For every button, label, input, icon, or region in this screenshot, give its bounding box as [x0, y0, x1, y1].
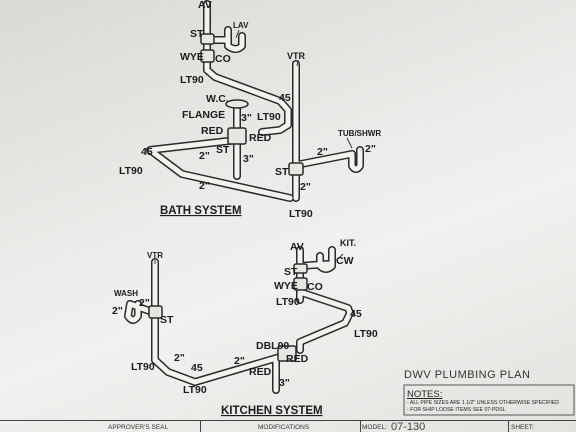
bath-label-lt90-left: LT90 [119, 165, 143, 177]
kitchen-label-co: CO [307, 281, 323, 293]
kitchen-label-vtr: VTR [147, 251, 163, 260]
kitchen-label-wash: WASH [114, 289, 138, 298]
bath-system-piping [146, 0, 364, 202]
bath-wye-fitting [200, 49, 215, 63]
plan-title: DWV PLUMBING PLAN [404, 369, 531, 381]
kitchen-wash-tee-fitting [148, 305, 163, 319]
kitchen-label-2in-main: 2" [234, 355, 245, 367]
kitchen-st-fitting [293, 263, 308, 274]
kitchen-label-red: RED [286, 353, 309, 365]
bath-label-st-center: ST [216, 144, 230, 156]
bath-label-av: AV [198, 0, 212, 11]
kitchen-dbl90-fitting [277, 345, 297, 362]
kitchen-label-3in: 3" [279, 377, 290, 389]
kitchen-label-kit: KIT. [340, 238, 356, 248]
bath-label-wye: WYE [180, 51, 204, 63]
bath-label-red-right: RED [249, 132, 272, 144]
bath-label-lt90-upper: LT90 [180, 74, 204, 86]
bath-system-title: BATH SYSTEM [160, 205, 242, 217]
bath-san-tee-fitting [288, 162, 304, 176]
kitchen-label-lt90-bottom: LT90 [183, 384, 207, 396]
bath-label-st-right: ST [275, 166, 289, 178]
title-block-model-label: MODEL: [362, 424, 387, 431]
note-pipe-sizes: - ALL PIPE SIZES ARE 1 1/2" UNLESS OTHER… [407, 400, 560, 406]
bath-label-2in-tub-run: 2" [317, 146, 328, 158]
title-block-approvers-seal: APPROVER'S SEAL [108, 424, 169, 431]
kitchen-label-lt90-right: LT90 [354, 328, 378, 340]
title-block-sheet-label: SHEET: [511, 424, 534, 431]
kitchen-wye-fitting [293, 277, 308, 291]
bath-label-2in-lower: 2" [199, 180, 210, 192]
wc-flange-fitting [225, 99, 249, 109]
bath-st-fitting [200, 33, 215, 45]
kitchen-label-2in-run: 2" [174, 352, 185, 364]
kitchen-label-lt90-mid: LT90 [276, 296, 300, 308]
kitchen-label-st: ST [284, 266, 298, 278]
kitchen-label-45-bottom: 45 [191, 362, 203, 374]
kitchen-label-wye: WYE [274, 280, 298, 292]
bath-label-2in-center: 2" [199, 150, 210, 162]
kitchen-label-cw: CW [336, 255, 354, 267]
bath-label-lt90-bottom: LT90 [289, 208, 313, 220]
bath-label-vtr: VTR [287, 51, 306, 61]
title-block-modifications: MODIFICATIONS [258, 424, 310, 431]
kitchen-label-av: AV [290, 241, 304, 253]
bath-system-labels: AV ST LAV WYE CO VTR LT90 W.C. FLANGE 3"… [119, 0, 381, 220]
kitchen-label-dbl90: DBL90 [256, 340, 289, 352]
bath-label-3in-flange: 3" [241, 112, 252, 124]
kitchen-label-2in-wash: 2" [139, 297, 150, 309]
bath-label-45-right: 45 [279, 92, 291, 104]
kitchen-system-title: KITCHEN SYSTEM [221, 405, 323, 417]
bath-label-3in-center: 3" [243, 153, 254, 165]
note-ship-loose: - FOR SHIP LOOSE ITEMS SEE 07-PDSL [407, 407, 506, 413]
kitchen-label-45-right: 45 [350, 308, 362, 320]
kitchen-system-piping [124, 246, 354, 394]
leader-lines [154, 29, 353, 264]
bath-label-wc: W.C. [206, 93, 229, 105]
title-block-top-border [0, 420, 576, 421]
kitchen-label-st-wash: ST [160, 314, 174, 326]
bath-label-45-left: 45 [141, 146, 153, 158]
bath-reducer-fitting [227, 127, 247, 145]
bath-label-red-left: RED [201, 125, 224, 137]
kitchen-system-labels: VTR WASH 2" 2" ST LT90 2" 45 LT90 2" DBL… [112, 238, 378, 417]
bath-label-st-top: ST [190, 28, 204, 40]
title-block-model-value: 07-130 [391, 421, 426, 432]
notes-heading: NOTES: [407, 389, 443, 400]
kitchen-label-lt90-left: LT90 [131, 361, 155, 373]
bath-label-lav: LAV [233, 21, 249, 30]
bath-label-lt90-right: LT90 [257, 111, 281, 123]
kitchen-label-2in-wash-vertical: 2" [112, 305, 123, 317]
bath-label-co: CO [215, 53, 231, 65]
bath-label-2in-tub: 2" [365, 143, 376, 155]
kitchen-label-red-lower: RED [249, 366, 272, 378]
bath-label-2in-vertical: 2" [300, 181, 311, 193]
bath-label-flange: FLANGE [182, 109, 225, 121]
bath-label-tub-shwr: TUB/SHWR [338, 129, 381, 138]
